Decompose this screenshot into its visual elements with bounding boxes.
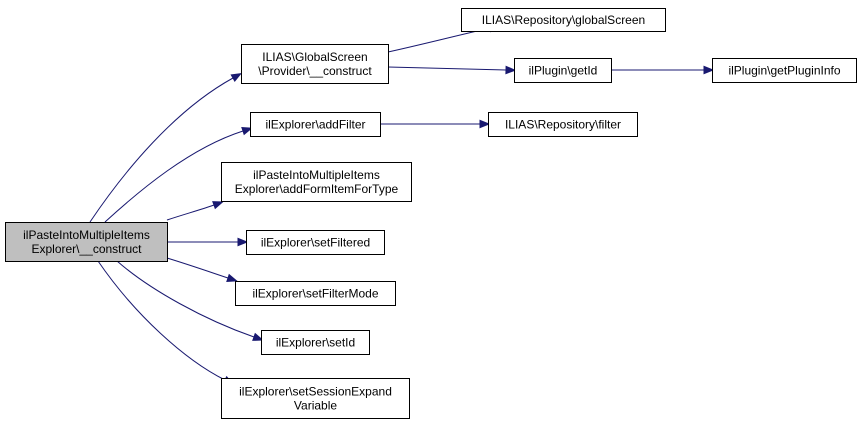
node-add-form-item[interactable]: ilPasteIntoMultipleItemsExplorer\addForm… <box>221 162 412 202</box>
node-label-line: ilPlugin\getPluginInfo <box>728 64 840 78</box>
node-label-line: ilExplorer\addFilter <box>265 118 365 132</box>
edge-add_filter-to-repo_filter <box>380 119 491 129</box>
node-label-line: Variable <box>294 399 337 413</box>
arrowhead <box>212 201 224 210</box>
node-set-id[interactable]: ilExplorer\setId <box>261 330 370 355</box>
node-label-line: ilPasteIntoMultipleItems <box>23 228 150 242</box>
node-box <box>514 58 612 83</box>
node-label-line: ilPasteIntoMultipleItems <box>253 168 380 182</box>
node-label-line: ILIAS\Repository\filter <box>505 118 621 132</box>
edge-line <box>116 260 255 338</box>
arrowhead <box>241 127 253 136</box>
node-label-line: Explorer\addFormItemForType <box>235 182 399 196</box>
node-box <box>461 8 666 32</box>
arrowhead <box>237 237 249 247</box>
edge-root-to-add_form_item <box>166 201 224 221</box>
node-plugin-getid[interactable]: ilPlugin\getId <box>514 58 612 83</box>
node-label-line: ILIAS\GlobalScreen <box>262 50 367 64</box>
edge-root-to-set_id <box>116 260 264 341</box>
arrowhead <box>252 332 264 341</box>
node-root[interactable]: ilPasteIntoMultipleItemsExplorer\__const… <box>5 222 168 262</box>
arrowhead <box>226 273 238 282</box>
edge-line <box>387 66 507 71</box>
node-box <box>246 230 385 255</box>
node-global-screen[interactable]: ILIAS\Repository\globalScreen <box>461 8 666 32</box>
edge-line <box>104 130 244 223</box>
node-box <box>261 330 370 355</box>
node-repo-filter[interactable]: ILIAS\Repository\filter <box>488 112 638 137</box>
edge-root-to-set_filtered <box>166 237 249 247</box>
node-box <box>488 112 638 137</box>
node-gs-construct[interactable]: ILIAS\GlobalScreen\Provider\__construct <box>241 44 389 84</box>
node-box <box>250 112 381 137</box>
node-label-line: ilExplorer\setFiltered <box>261 236 370 250</box>
nodes-layer: ilPasteIntoMultipleItemsExplorer\__const… <box>5 8 857 419</box>
node-box <box>221 378 410 419</box>
node-box <box>241 44 389 84</box>
edge-gs_construct-to-plugin_getid <box>387 65 517 75</box>
arrowhead <box>703 65 715 75</box>
node-label-line: ilExplorer\setSessionExpand <box>239 385 392 399</box>
node-add-filter[interactable]: ilExplorer\addFilter <box>250 112 381 137</box>
edge-line <box>97 260 226 381</box>
arrowhead <box>505 65 517 75</box>
node-box <box>712 58 857 83</box>
node-label-line: Explorer\__construct <box>31 242 142 256</box>
edge-root-to-set_session_expand <box>97 260 235 385</box>
node-label-line: ilExplorer\setFilterMode <box>252 287 378 301</box>
edge-line <box>166 204 215 221</box>
node-box <box>5 222 168 262</box>
node-label-line: ILIAS\Repository\globalScreen <box>482 13 645 27</box>
edge-root-to-gs_construct <box>89 72 243 223</box>
node-label-line: ilPlugin\getId <box>529 64 598 78</box>
edge-line <box>89 77 234 223</box>
arrowhead <box>230 72 243 83</box>
node-set-filter-mode[interactable]: ilExplorer\setFilterMode <box>235 281 396 306</box>
node-box <box>235 281 396 306</box>
edges-layer <box>89 23 715 385</box>
arrowhead <box>479 119 491 129</box>
node-plugin-getinfo[interactable]: ilPlugin\getPluginInfo <box>712 58 857 83</box>
node-label-line: ilExplorer\setId <box>276 336 355 350</box>
node-set-filtered[interactable]: ilExplorer\setFiltered <box>246 230 385 255</box>
node-box <box>221 162 412 202</box>
node-label-line: \Provider\__construct <box>258 64 372 78</box>
edge-line <box>166 257 229 279</box>
edge-root-to-add_filter <box>104 127 253 223</box>
edge-plugin_getid-to-plugin_getinfo <box>611 65 715 75</box>
edge-root-to-set_filter_mode <box>166 257 238 282</box>
